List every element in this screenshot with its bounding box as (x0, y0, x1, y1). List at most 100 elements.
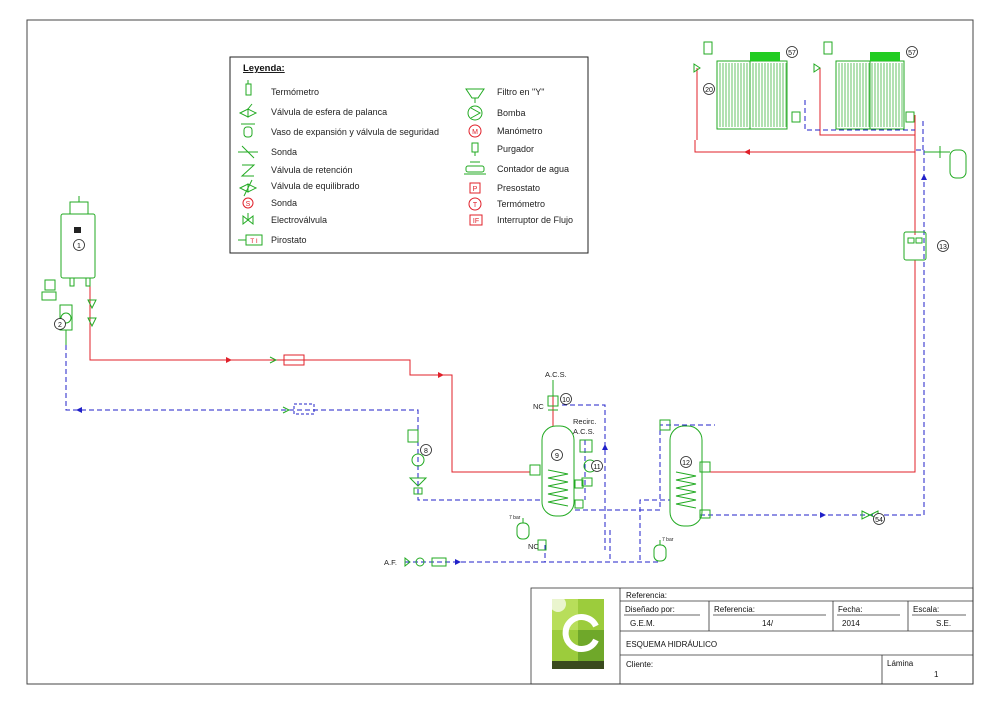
manometer-icon (468, 124, 482, 138)
designed-by-label: Diseñado por: (625, 605, 675, 614)
expansion-vessel-acs (516, 518, 547, 551)
boiler-unit (60, 196, 96, 287)
acs-tank (529, 380, 584, 517)
pressure-switch-icon (469, 182, 481, 194)
legend-item-thermometer: Termómetro (271, 87, 319, 97)
y-filter-icon (465, 88, 485, 103)
supply-inline-component (283, 354, 305, 366)
sheet-frame (26, 19, 974, 685)
buffer-tank (659, 419, 711, 527)
flow-switch-glyph: IF (473, 218, 479, 225)
thermometer-t-icon (468, 197, 482, 211)
company-logo (550, 596, 604, 669)
legend-item-air-vent: Purgador (497, 144, 534, 154)
scale-value: S.E. (936, 619, 951, 628)
air-vent-icon (471, 142, 479, 156)
balancing-valve-icon (238, 179, 258, 197)
probe-icon (238, 145, 258, 159)
radiator-1 (716, 60, 788, 130)
thermometer-t-glyph: T (473, 202, 478, 209)
sheet-value: 1 (934, 670, 939, 679)
return-pipes (65, 100, 925, 563)
radiator-fins (719, 63, 903, 127)
legend-item-water-meter: Contador de agua (497, 164, 569, 174)
tag-radiator-1-valve: 57 (788, 50, 796, 57)
supply-pipes (89, 68, 916, 473)
tag-buffer-tank: 12 (682, 460, 690, 467)
label-7bar-2: 7 bar (662, 537, 674, 543)
legend-item-thermometer-t: Termómetro (497, 199, 545, 209)
label-af: A.F. (384, 558, 397, 567)
ref2-label: Referencia: (714, 605, 755, 614)
recirc-group (579, 439, 597, 487)
designed-by-value: G.E.M. (630, 619, 655, 628)
pump-icon (467, 105, 483, 121)
probe-s-icon (242, 197, 254, 209)
expansion-vessel-buffer (653, 540, 667, 562)
title-block (530, 587, 974, 685)
legend-item-check-valve: Válvula de retención (271, 165, 353, 175)
expansion-vessel-icon (241, 123, 255, 138)
legend-item-flow-switch: Interruptor de Flujo (497, 215, 573, 225)
return-inline-component (293, 403, 315, 415)
tag-terminal-unit: 13 (939, 244, 947, 251)
legend-item-manometer: Manómetro (497, 126, 543, 136)
legend-item-solenoid-valve: Electroválvula (271, 215, 327, 225)
radiator-2 (835, 60, 905, 130)
tag-pump-group: 2 (58, 322, 62, 329)
legend-item-pump: Bomba (497, 108, 526, 118)
label-7bar-1: 7 bar (509, 515, 521, 521)
supply-flow-arrows (226, 149, 750, 378)
label-acs: A.C.S. (545, 370, 567, 379)
return-flow-arrows (76, 174, 927, 565)
tag-valve-top: 10 (562, 397, 570, 404)
tag-cold-group: 8 (424, 448, 428, 455)
label-nc-bottom: NC (528, 542, 539, 551)
pressure-switch-glyph: P (473, 186, 478, 193)
equipment-tags (54, 46, 949, 525)
flow-switch-icon (469, 214, 483, 226)
legend-item-balancing-valve: Válvula de equilibrado (271, 181, 360, 191)
legend-title: Leyenda: (243, 63, 285, 74)
label-nc-top: NC (533, 402, 544, 411)
tag-radiator-2-valve: 57 (908, 50, 916, 57)
check-valve-icon (240, 164, 256, 177)
legend-item-y-filter: Filtro en "Y" (497, 87, 544, 97)
legend-box: Leyenda: S T I Termómetro Válvula de esf… (229, 56, 589, 254)
probe-s-glyph: S (246, 201, 251, 208)
scale-label: Escala: (913, 605, 939, 614)
legend-item-expansion-vessel: Vaso de expansión y válvula de seguridad (271, 127, 439, 137)
pyrostat-glyph: T I (250, 238, 258, 245)
water-meter-icon (464, 161, 486, 175)
label-recirc-2: A.C.S. (573, 427, 595, 436)
tag-acs-tank: 9 (555, 453, 559, 460)
legend-item-lever-ball-valve: Válvula de esfera de palanca (271, 107, 387, 117)
pyrostat-icon (238, 234, 263, 246)
expansion-vessel-top (924, 146, 967, 179)
tag-boiler: 1 (77, 243, 81, 250)
legend-item-pressure-switch: Presostato (497, 183, 540, 193)
sheet-label: Lámina (887, 659, 914, 668)
radiator-valves (693, 41, 915, 123)
ref-label: Referencia: (626, 591, 667, 600)
cold-water-group (407, 429, 428, 495)
legend-item-pyrostat: Pirostato (271, 235, 307, 245)
drawing-title: ESQUEMA HIDRÁULICO (626, 640, 717, 649)
date-label: Fecha: (838, 605, 862, 614)
client-label: Cliente: (626, 660, 653, 669)
cold-water-inlet-components (404, 556, 447, 568)
thermometer-icon (245, 80, 252, 96)
tag-recirc-pump: 11 (593, 464, 600, 471)
pump-group (41, 279, 97, 345)
ref2-value: 14/ (762, 619, 774, 628)
legend-item-probe-s: Sonda (271, 198, 297, 208)
label-recirc-1: Recirc. (573, 417, 596, 426)
tag-return-valve: 54 (875, 517, 883, 524)
lever-ball-valve-icon (238, 103, 258, 118)
tag-radiator-1: 20 (705, 87, 713, 94)
date-value: 2014 (842, 619, 860, 628)
solenoid-valve-icon (242, 213, 254, 226)
legend-item-probe: Sonda (271, 147, 297, 157)
terminal-unit (903, 231, 927, 261)
